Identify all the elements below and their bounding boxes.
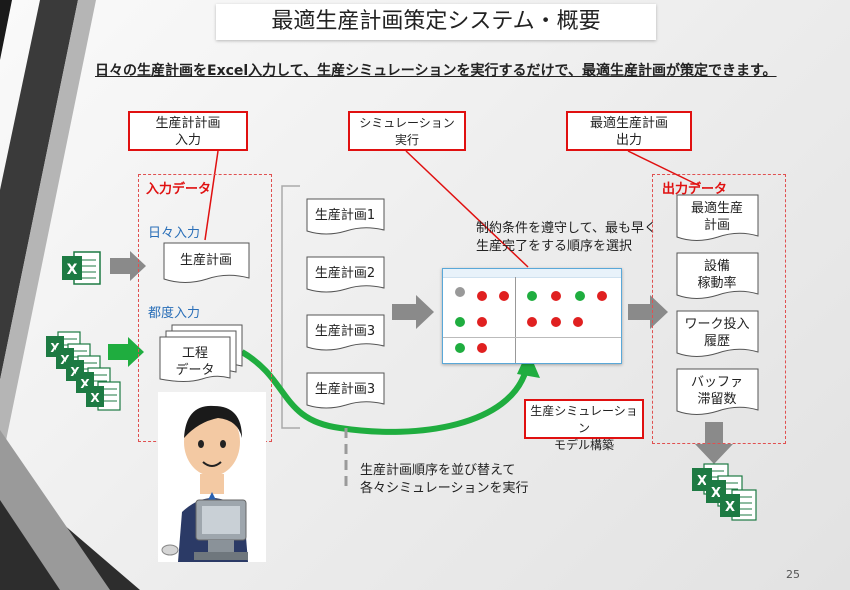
bottom-note-line2: 各々シミュレーションを実行 [360,481,529,496]
output-doc-1-line1: 最適生産 [690,201,743,216]
page-subtitle: 日々の生産計画をExcel入力して、生産シミュレーションを実行するだけで、最適生… [95,63,777,79]
output-doc-shape-3 [676,310,759,357]
svg-text:X: X [697,474,707,489]
sim-lamp [551,317,561,327]
callout-model-line2: モデル構築 [553,438,614,452]
plan-doc-shape-3 [306,314,385,351]
callout-model-line1: 生産シミュレーション [530,404,638,435]
sim-note: 制約条件を遵守して、最も早く 生産完了をする順序を選択 [476,220,657,256]
callout-input-line2: 入力 [174,133,201,148]
sim-lamp [477,343,487,353]
output-doc-1-line2: 計画 [703,218,730,233]
sim-lamp [455,317,465,327]
plan-doc-shape-1 [306,198,385,235]
plan-doc-3: 生産計画3 [314,324,376,339]
output-area [652,174,786,444]
callout-output: 最適生産計画 出力 [566,111,692,151]
excel-file-icon-stack: X [46,331,121,411]
daily-input-label: 日々入力 [148,226,201,241]
output-doc-3-line1: ワーク投入 [684,317,750,332]
excel-output-icon-stack: X [692,463,757,521]
simulation-window-icon [442,268,622,364]
callout-sim-line2: 実行 [394,133,419,147]
callout-output-line1: 最適生産計画 [589,116,668,131]
callout-input: 生産計計画 入力 [128,111,248,151]
plan-doc-shape-2 [306,256,385,293]
input-area-label: 入力データ [146,182,212,197]
callout-output-line2: 出力 [615,133,642,148]
sim-lamp [573,317,583,327]
output-doc-3: ワーク投入 履歴 [676,316,758,350]
output-doc-2-line2: 稼動率 [697,276,737,291]
sim-lamp [455,287,465,297]
svg-text:X: X [50,341,60,355]
svg-text:X: X [67,262,78,278]
sim-lamp [455,343,465,353]
callout-model: 生産シミュレーション モデル構築 [524,399,644,452]
output-doc-4: バッファ 滞留数 [676,374,758,408]
sim-lamp [477,291,487,301]
adhoc-doc-stack [159,324,243,382]
sim-window-titlebar [443,269,621,278]
output-doc-shape-1 [676,194,759,241]
output-doc-3-line2: 履歴 [703,334,730,349]
output-doc-2: 設備 稼動率 [676,258,758,292]
adhoc-doc-label: 工程 データ [158,345,232,379]
output-doc-1: 最適生産 計画 [676,200,758,234]
person-at-computer-icon [158,392,266,562]
sim-lamp [551,291,561,301]
decorative-stripes [0,0,140,590]
callout-sim-line1: シミュレーション [359,116,455,130]
daily-doc-label: 生産計画 [179,253,232,268]
bottom-note: 生産計画順序を並び替えて 各々シミュレーションを実行 [360,462,528,498]
excel-file-icon: X [62,251,101,285]
output-doc-4-line1: バッファ [690,375,743,390]
sim-lamp [527,317,537,327]
output-doc-4-line2: 滞留数 [697,392,737,407]
sim-lamp [575,291,585,301]
plan-doc-1: 生産計画1 [314,208,376,223]
sim-lamp [477,317,487,327]
page-title: 最適生産計画策定システム・概要 [216,4,656,40]
sim-lamp [597,291,607,301]
callout-sim: シミュレーション 実行 [348,111,466,151]
daily-doc-shape [163,242,250,283]
adhoc-doc-line2: データ [175,363,215,378]
output-area-label: 出力データ [662,182,728,197]
adhoc-input-label: 都度入力 [148,306,201,321]
plan-doc-shape-4 [306,372,385,409]
callout-input-line1: 生産計計画 [155,116,221,131]
sim-note-line2: 生産完了をする順序を選択 [476,239,633,254]
bottom-note-line1: 生産計画順序を並び替えて [360,463,516,478]
output-doc-2-line1: 設備 [703,259,730,274]
sim-window-hline [443,337,621,338]
sim-window-divider [515,277,516,363]
sim-lamp [527,291,537,301]
page-number: 25 [786,568,800,581]
sim-lamp [499,291,509,301]
plan-doc-4: 生産計画3 [314,382,376,397]
output-doc-shape-2 [676,252,759,299]
output-doc-shape-4 [676,368,759,415]
adhoc-doc-line1: 工程 [181,346,208,361]
plan-doc-2: 生産計画2 [314,266,376,281]
sim-note-line1: 制約条件を遵守して、最も早く [476,221,657,236]
